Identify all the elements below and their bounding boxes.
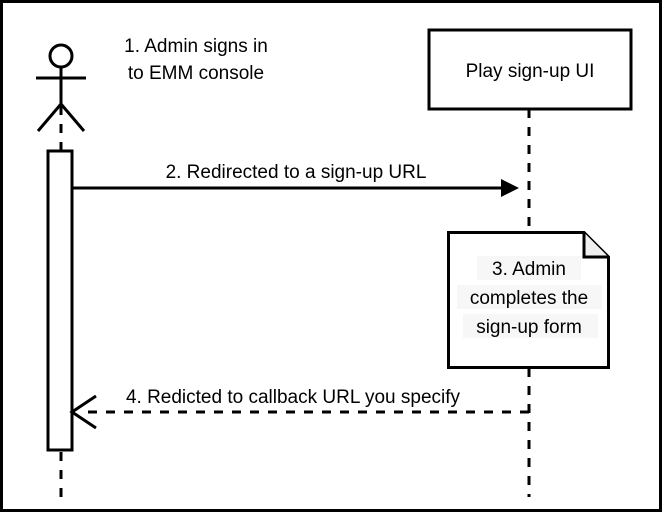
note-step-3: 3. Admin completes the sign-up form xyxy=(447,231,610,369)
actor-right-leg-icon xyxy=(59,103,86,132)
step-4-label: 4. Redicted to callback URL you specify xyxy=(126,387,461,408)
step-1-label-line-2: to EMM console xyxy=(128,63,264,84)
note-text-highlight-2 xyxy=(457,285,602,309)
note-text-highlight-1 xyxy=(477,256,581,280)
participant-label-play-signup-ui: Play sign-up UI xyxy=(466,61,595,82)
actor-admin xyxy=(36,43,86,132)
actor-left-leg-icon xyxy=(36,103,63,132)
note-text-highlight-3 xyxy=(463,314,598,338)
step-3-label-line-2: completes the xyxy=(470,288,588,309)
step-3-label-line-1: 3. Admin xyxy=(492,259,566,280)
step-2-arrowhead-filled-icon xyxy=(501,179,519,197)
activation-bar-admin xyxy=(46,149,74,452)
step-1-label-line-1: 1. Admin signs in xyxy=(124,36,268,57)
step-4-arrowhead-open-icon xyxy=(69,394,97,430)
actor-head-icon xyxy=(48,43,74,69)
step-2-label: 2. Redirected to a sign-up URL xyxy=(166,162,427,183)
note-fold-corner-icon xyxy=(582,232,609,259)
step-3-label-line-3: sign-up form xyxy=(476,317,582,338)
